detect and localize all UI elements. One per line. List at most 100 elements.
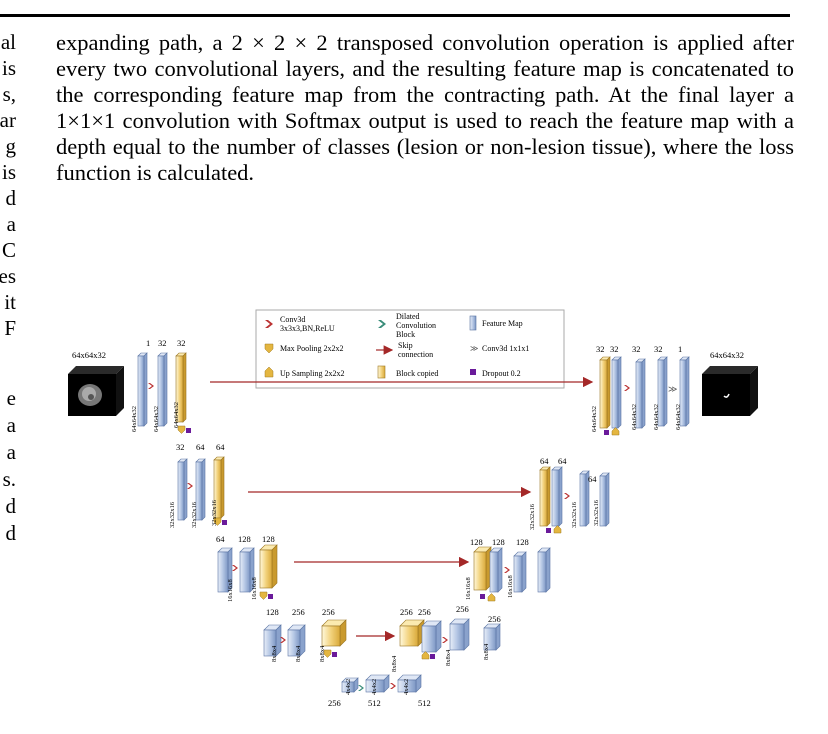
feature-map [177, 458, 188, 521]
up-sampling-icon [264, 366, 274, 378]
left-fragment: s, [2, 82, 16, 106]
conv-chevron-icon [624, 385, 630, 391]
left-fragment: a [6, 440, 16, 464]
dropout-icon [332, 652, 337, 657]
feature-map [287, 624, 306, 657]
left-fragment: s. [2, 467, 16, 491]
dec2-dim-3: 32x32x16 [593, 499, 600, 526]
left-column-fragments: al is s, ar g is d a C es it F e a a s. … [0, 32, 16, 652]
dropout-icon [268, 594, 273, 599]
feature-map [679, 356, 690, 427]
enc2-count-1: 32 [176, 442, 185, 452]
bottleneck-count-3: 512 [418, 698, 431, 708]
conv-chevron-icon [265, 320, 273, 328]
dilated-block-icon [358, 685, 364, 691]
feature-map [263, 624, 282, 657]
bottleneck-dim-3: 4x4x2 [403, 679, 410, 695]
feature-map [611, 356, 622, 429]
dec4-count-3: 256 [456, 604, 469, 614]
dec2-count-2: 64 [558, 456, 567, 466]
block-copied-icon [377, 365, 386, 379]
enc3-count-2: 128 [238, 534, 251, 544]
feature-map [657, 356, 668, 427]
dec3-count-3: 128 [516, 537, 529, 547]
enc1-dim-1: 64x64x32 [131, 406, 138, 432]
paragraph-text: expanding path, a 2 × 2 × 2 transposed c… [56, 30, 794, 185]
feature-map [579, 470, 590, 527]
feature-map [551, 466, 563, 527]
dropout-icon [222, 520, 227, 525]
enc3-dim-1: 16x16x8 [227, 579, 234, 602]
top-rule [0, 14, 790, 17]
dropout-icon [546, 528, 551, 533]
feature-map [137, 352, 148, 427]
feature-map-copied [473, 546, 492, 591]
conv-chevron-icon [280, 637, 286, 643]
conv1x1-icon: ≫ [668, 384, 677, 394]
unet-architecture-figure: Conv3d 3x3x3,BN,ReLU Dilated Convolution… [60, 300, 790, 720]
feature-map [195, 458, 206, 521]
enc4-count-3: 256 [322, 607, 335, 617]
dec2-count-3: 64 [588, 474, 597, 484]
up-sampling-icon [611, 427, 620, 436]
legend-box: Conv3d 3x3x3,BN,ReLU Dilated Convolution… [255, 309, 565, 389]
conv-chevron-icon [504, 567, 510, 573]
feature-map [365, 674, 390, 693]
dropout-icon [430, 654, 435, 659]
dec3-dim-1: 16x16x8 [465, 577, 472, 600]
enc3-count-3: 128 [262, 534, 275, 544]
body-paragraph: expanding path, a 2 × 2 × 2 transposed c… [56, 30, 794, 186]
feature-map [421, 620, 442, 653]
legend-dilated-2: Convolution [396, 321, 436, 330]
bottleneck-dim-1: 4x4x2 [345, 679, 352, 695]
dec1-count-4: 32 [654, 344, 663, 354]
dec2-count-1: 64 [540, 456, 549, 466]
enc2-dim-2: 32x32x16 [191, 501, 198, 528]
feature-map-copied [213, 456, 225, 519]
enc1-count-2: 32 [158, 338, 167, 348]
dec1-count-5: 1 [678, 344, 682, 354]
feature-map [599, 472, 610, 527]
feature-map [239, 547, 255, 593]
feature-map [537, 547, 551, 593]
feature-map-copied [175, 352, 187, 423]
legend-up-sampling: Up Sampling 2x2x2 [280, 369, 344, 378]
legend-conv: Conv3d [280, 315, 305, 324]
feature-map-copied [321, 619, 347, 647]
dec4-count-1: 256 [400, 607, 413, 617]
enc2-dim-3: 32x32x16 [211, 499, 218, 526]
legend-dropout: Dropout 0.2 [482, 369, 521, 378]
dropout-icon [604, 430, 609, 435]
enc2-dim-1: 32x32x16 [169, 501, 176, 528]
bottleneck-count-1: 256 [328, 698, 341, 708]
dec3-count-1: 128 [470, 537, 483, 547]
input-size-label: 64x64x32 [72, 350, 106, 360]
legend-feature-map: Feature Map [482, 319, 523, 328]
enc4-count-1: 128 [266, 607, 279, 617]
left-fragment: al [0, 32, 16, 54]
output-segmentation-image [702, 366, 758, 416]
dropout-icon [480, 594, 485, 599]
legend-max-pool: Max Pooling 2x2x2 [280, 344, 344, 353]
legend-dilated-1: Dilated [396, 312, 420, 321]
legend-skip-2: connection [398, 350, 433, 359]
up-sampling-icon [421, 651, 430, 660]
left-fragment: it [4, 290, 16, 314]
dec3-count-2: 128 [492, 537, 505, 547]
dec4-count-2: 256 [418, 607, 431, 617]
input-brain-image [68, 366, 124, 416]
max-pool-icon [264, 343, 274, 354]
max-pool-icon [213, 517, 222, 526]
dec2-dim-1: 32x32x16 [529, 503, 536, 530]
dec1-count-2: 32 [610, 344, 619, 354]
feature-map-copied [539, 466, 551, 527]
conv-chevron-icon [390, 683, 396, 689]
left-fragment: ar [0, 108, 16, 132]
dec1-dim-4: 64x64x32 [675, 404, 682, 430]
conv-chevron-icon [564, 493, 570, 499]
feature-map-copied [599, 356, 611, 429]
left-fragment: C [1, 238, 16, 262]
feature-map-icon [469, 315, 477, 331]
left-fragment: e [6, 386, 16, 410]
dec1-dim-1: 64x64x32 [591, 406, 598, 432]
